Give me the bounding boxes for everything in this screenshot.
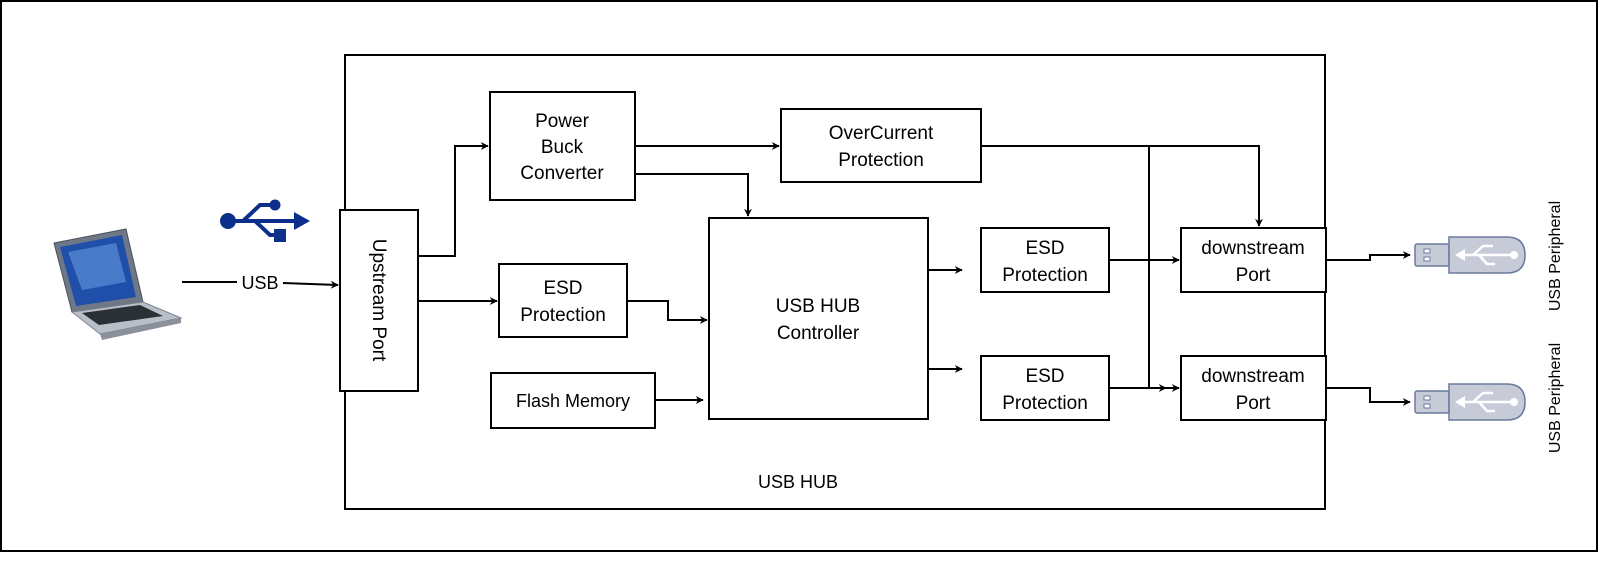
- usb-hub-controller-box: [708, 217, 929, 420]
- wire-upstream-to-power: [418, 142, 489, 257]
- power-buck-line-3: Converter: [520, 163, 604, 184]
- usb-peripheral-label-1: USB Peripheral: [1547, 201, 1564, 311]
- hub-controller-line-1: USB HUB: [776, 296, 860, 317]
- esd-protection-out-1-box: [980, 227, 1110, 293]
- usb-link-label: USB: [241, 273, 278, 293]
- esd-out-1-line-2: Protection: [1002, 265, 1088, 286]
- hub-controller-line-2: Controller: [777, 323, 860, 344]
- downstream-1-line-2: Port: [1236, 265, 1272, 286]
- overcurrent-line-1: OverCurrent: [829, 123, 934, 144]
- downstream-port-2-box: [1180, 355, 1327, 421]
- esd-protection-out-2-box: [980, 355, 1110, 421]
- esd-protection-in-box: [498, 263, 628, 338]
- power-buck-line-1: Power: [535, 111, 590, 132]
- flash-memory-box: [490, 372, 656, 429]
- power-buck-line-2: Buck: [541, 137, 584, 158]
- wire-downstream-1-to-peripheral: [1326, 251, 1411, 261]
- overcurrent-protection-box: [780, 108, 982, 183]
- esd-out-2-line-1: ESD: [1025, 366, 1064, 387]
- wire-downstream-2-to-peripheral: [1326, 387, 1411, 406]
- downstream-2-line-1: downstream: [1201, 366, 1305, 387]
- downstream-port-1-box: [1180, 227, 1327, 293]
- usb-link-wire-b: [282, 280, 339, 289]
- esd-in-line-2: Protection: [520, 305, 606, 326]
- usb-drive-icon: [1414, 383, 1526, 421]
- esd-in-line-1: ESD: [543, 278, 582, 299]
- overcurrent-line-2: Protection: [838, 150, 924, 171]
- upstream-port-label: Upstream Port: [368, 239, 389, 362]
- downstream-1-line-1: downstream: [1201, 238, 1305, 259]
- esd-out-1-line-1: ESD: [1025, 238, 1064, 259]
- usb-symbol-icon: [220, 199, 310, 242]
- wire-power-to-controller: [635, 173, 752, 217]
- usb-peripheral-label-2: USB Peripheral: [1547, 343, 1564, 453]
- usb-drive-icon: [1414, 236, 1526, 274]
- wire-overcurrent-to-downstream-1: [981, 145, 1263, 227]
- usb-hub-label: USB HUB: [758, 472, 838, 492]
- flash-memory-label: Flash Memory: [516, 391, 630, 411]
- downstream-2-line-2: Port: [1236, 393, 1272, 414]
- wire-esd-to-controller: [627, 300, 708, 324]
- laptop-icon: [53, 228, 183, 340]
- esd-out-2-line-2: Protection: [1002, 393, 1088, 414]
